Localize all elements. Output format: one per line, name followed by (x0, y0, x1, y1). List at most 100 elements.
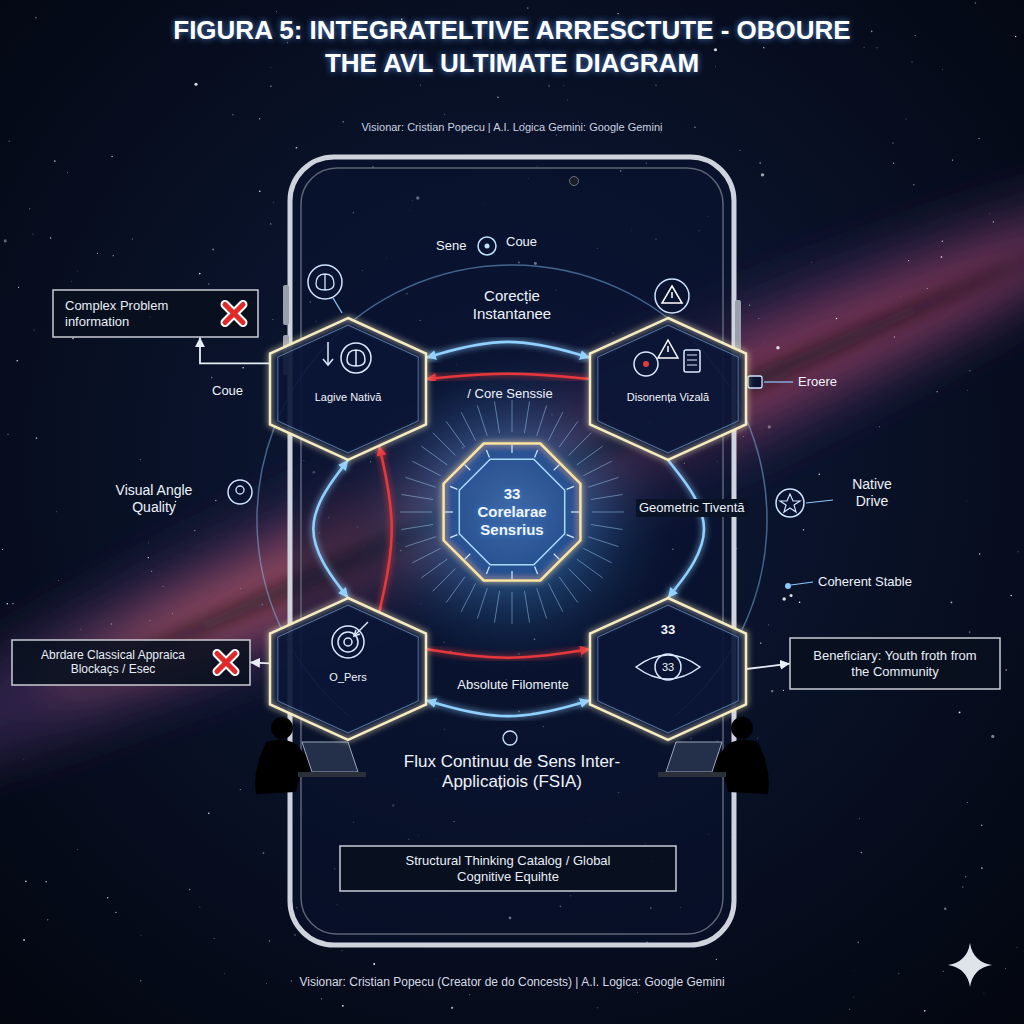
star (989, 213, 991, 215)
decor-path (225, 305, 243, 323)
decor-path (225, 305, 243, 323)
decor-line (791, 582, 813, 585)
star (768, 624, 769, 625)
star (321, 998, 322, 999)
decor-circle (228, 480, 252, 504)
star (341, 950, 343, 952)
star (23, 939, 25, 941)
star (944, 908, 946, 910)
star (296, 147, 298, 149)
star (969, 370, 970, 371)
hexagon-outline (270, 598, 426, 740)
star (32, 233, 34, 235)
approach-box: Abrdare Classical Appraica Blockaçs / Es… (12, 640, 250, 685)
decor-circle (785, 583, 791, 589)
star (617, 13, 618, 14)
octagon-ticks (445, 445, 579, 579)
core-octagon: 33 Corelarae Sensrius (437, 437, 587, 587)
star (29, 208, 30, 209)
node-outline (270, 318, 426, 460)
star (836, 318, 837, 319)
star (818, 473, 820, 475)
decor-line (354, 622, 368, 636)
text-label: Corecție Instantanee (450, 287, 574, 323)
node-label: Abrdare Classical Appraica Blockaçs / Es… (22, 648, 204, 677)
star (941, 68, 943, 70)
star (270, 86, 271, 87)
core-ray (569, 569, 592, 592)
star (952, 159, 953, 160)
star (849, 1009, 850, 1010)
star (783, 690, 784, 691)
octagon-tick (465, 465, 471, 471)
core-ray (446, 421, 465, 447)
star (905, 118, 906, 119)
diagram-title: FIGURA 5: INTEGRATELTIVE ARRESCTUTE - OB… (156, 14, 868, 80)
phone-button (283, 285, 289, 325)
connector-arrow (426, 374, 590, 379)
core-ray (433, 569, 456, 592)
decor-line (327, 342, 329, 364)
star (803, 529, 804, 530)
star (270, 223, 271, 224)
text-label: Geometric Tiventă (636, 499, 748, 517)
core-ray (421, 446, 447, 465)
star (45, 881, 47, 883)
connector-arrow (379, 446, 392, 612)
star (342, 1005, 344, 1007)
star (259, 118, 260, 119)
core-ray (577, 446, 603, 465)
star (959, 712, 961, 714)
star (469, 994, 470, 995)
star (993, 221, 995, 223)
star (208, 283, 209, 284)
decor-path (687, 355, 697, 365)
hexagon-fill (270, 318, 426, 460)
star (76, 849, 78, 851)
star (776, 346, 779, 349)
star (97, 253, 98, 254)
node-label: 33 (590, 660, 746, 674)
hexagon-icon (332, 622, 368, 658)
connector-arrow (668, 460, 704, 598)
connector-arrow (746, 664, 790, 669)
hexagon-icon (634, 340, 700, 376)
decor-circle (655, 279, 689, 313)
star (148, 542, 150, 544)
star (871, 31, 873, 33)
star (861, 852, 863, 854)
connector-arrow (313, 460, 348, 598)
star (965, 876, 966, 877)
hexagon-outline (590, 598, 746, 740)
box-outline (53, 290, 258, 337)
star (863, 46, 865, 48)
star (911, 61, 913, 63)
node-label: Lagive Nativă (270, 390, 426, 405)
decor-circle (341, 343, 371, 373)
node-label: O_Pers (270, 670, 426, 685)
star (655, 85, 656, 86)
octagon-outline (444, 444, 581, 581)
star (749, 305, 750, 306)
core-ray (494, 401, 499, 433)
orbit-icons (228, 237, 833, 745)
star (36, 437, 38, 439)
figure-caption: Visionar: Cristian Popecu (Creator de do… (0, 975, 1024, 989)
core-ray (583, 548, 612, 563)
text-label: Coherent Stable (818, 574, 912, 590)
text-label: Coue (212, 383, 243, 399)
star (811, 262, 813, 264)
star (25, 881, 27, 883)
reject-cross (225, 305, 243, 323)
star (763, 47, 764, 48)
text-label: Visionar: Cristian Popecu | A.I. Logica … (0, 121, 1024, 134)
star (943, 971, 944, 972)
star (242, 367, 244, 369)
decor-path (316, 274, 334, 290)
star (758, 318, 760, 320)
star (294, 934, 295, 935)
star (213, 938, 215, 940)
star (80, 628, 82, 630)
star (951, 602, 953, 604)
hexagon-node: 3333 (590, 598, 746, 740)
